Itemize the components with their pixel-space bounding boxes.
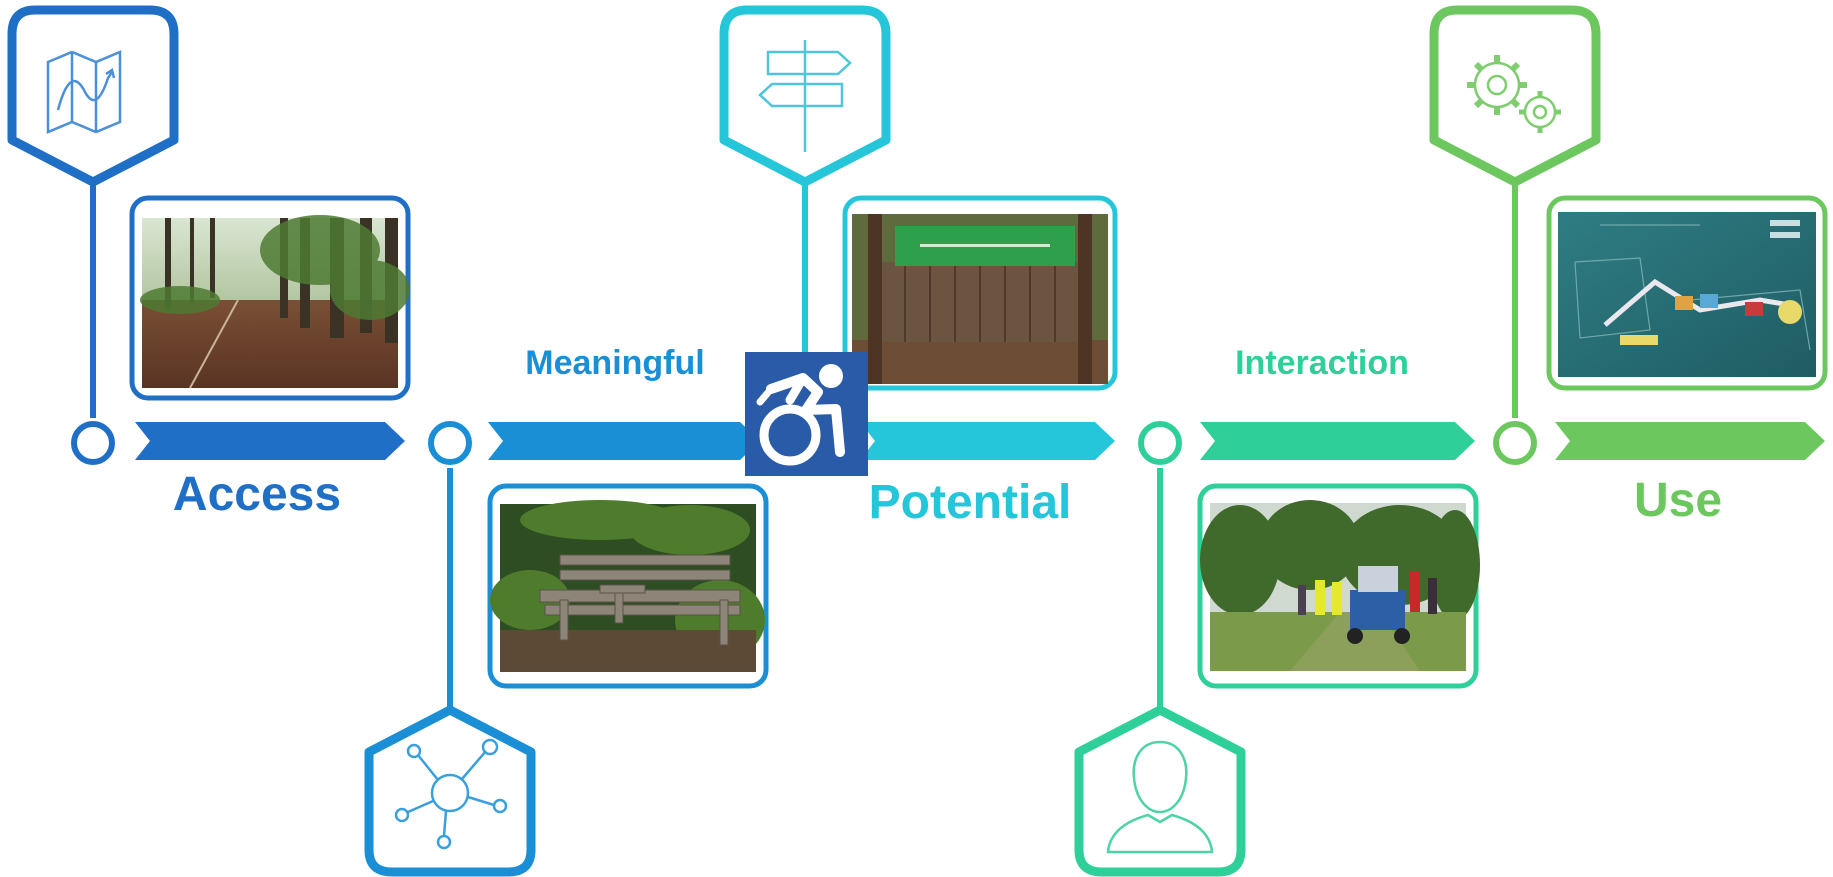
arrow-segment-potential [860, 422, 1115, 460]
gears-icon [1467, 55, 1561, 133]
arrow-segment-access [135, 422, 405, 460]
node-ring-access [71, 421, 115, 465]
badge-interaction [1074, 705, 1246, 877]
network-icon [394, 738, 508, 850]
accessibility-wheelchair-icon [756, 364, 845, 466]
node-ring-interaction [1138, 421, 1182, 465]
stage-label-meaningful: Meaningful [525, 344, 704, 382]
badge-meaningful [364, 705, 536, 877]
person-icon [1106, 740, 1214, 854]
arrow-segment-use [1555, 422, 1825, 460]
arrow-segment-interaction [1200, 422, 1475, 460]
bench-photo [487, 483, 769, 689]
signpost-icon [758, 40, 852, 152]
stage-label-interaction: Interaction [1235, 344, 1409, 382]
stage-label-use: Use [1634, 474, 1722, 527]
notice-board-photo [842, 195, 1118, 391]
timeline-arrows [135, 422, 1825, 460]
arrow-segment-meaningful [488, 422, 760, 460]
badge-access [7, 5, 179, 187]
stage-label-potential: Potential [869, 476, 1072, 529]
buggy [1347, 566, 1410, 644]
node-ring-meaningful [428, 421, 472, 465]
site-map-photo [1546, 195, 1828, 391]
accessibility-badge [745, 352, 868, 476]
group-visit-photo [1197, 483, 1480, 689]
forest-path-photo [129, 195, 411, 401]
badge-use [1429, 5, 1601, 187]
node-ring-use [1493, 421, 1537, 465]
map-icon [46, 50, 122, 134]
badge-potential [719, 5, 891, 187]
stage-label-access: Access [173, 468, 341, 521]
